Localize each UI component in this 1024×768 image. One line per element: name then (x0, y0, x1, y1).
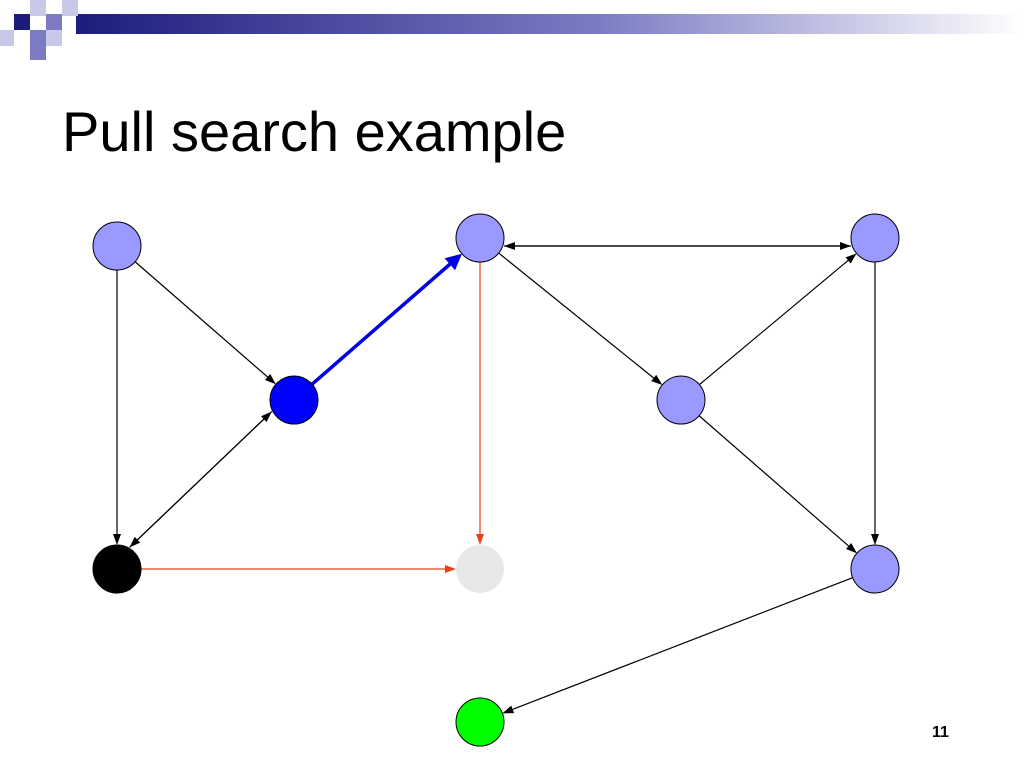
header-square-light (46, 30, 62, 46)
header-bar (0, 0, 1024, 60)
node-n6-default (850, 213, 900, 263)
edge-n5-n4 (476, 262, 484, 545)
edge-arrowhead (502, 705, 515, 714)
edge-n7-n8 (698, 415, 857, 554)
edge-n3-n2 (129, 411, 272, 548)
node-n7-default (656, 375, 706, 425)
edge-line (699, 257, 852, 386)
edge-arrowhead (445, 565, 456, 573)
edge-n6-n8 (871, 262, 879, 545)
edges-layer (113, 242, 879, 714)
node-n2-active (269, 375, 319, 425)
header-square-light (0, 30, 14, 46)
edge-line (498, 252, 657, 381)
nodes-layer (92, 213, 900, 747)
node-n3-source (92, 544, 142, 594)
node-n8-default (850, 544, 900, 594)
node-n9-target (455, 697, 505, 747)
edge-arrowhead (476, 534, 484, 545)
node-n4-inactive (456, 545, 504, 593)
edge-line (509, 577, 853, 712)
edge-line (134, 261, 271, 380)
node-n1-default (92, 221, 142, 271)
edge-n5-n7 (498, 252, 663, 385)
slide-number: 11 (932, 724, 949, 741)
edge-arrowhead (651, 374, 663, 385)
header-square-light (30, 0, 46, 16)
header-square-mid (46, 14, 62, 30)
edge-n6-n5 (504, 242, 851, 250)
edge-arrowhead (504, 242, 515, 250)
header-square-dark (14, 14, 30, 30)
header-square-mid (30, 46, 46, 60)
edge-line (129, 416, 267, 548)
edge-n2-n5 (310, 253, 462, 386)
edge-arrowhead (261, 411, 272, 423)
slide-title: Pull search example (62, 100, 567, 163)
edge-line (698, 415, 852, 549)
header-square-light (62, 0, 78, 16)
edge-n1-n2 (134, 261, 276, 385)
edge-arrowhead (845, 253, 857, 264)
edge-arrowhead (264, 374, 276, 385)
edge-n8-n9 (502, 577, 853, 714)
header-gradient-band (76, 14, 1024, 34)
edge-n1-n3 (113, 270, 121, 545)
header-square-mid (30, 30, 46, 46)
node-n5-default (455, 213, 505, 263)
edge-arrowhead (845, 542, 857, 554)
edge-arrowhead (444, 253, 462, 271)
edge-arrowhead (871, 534, 879, 545)
edge-n7-n6 (699, 253, 857, 386)
edge-n3-n4 (141, 565, 456, 573)
edge-arrowhead (113, 534, 121, 545)
edge-line (310, 259, 455, 386)
